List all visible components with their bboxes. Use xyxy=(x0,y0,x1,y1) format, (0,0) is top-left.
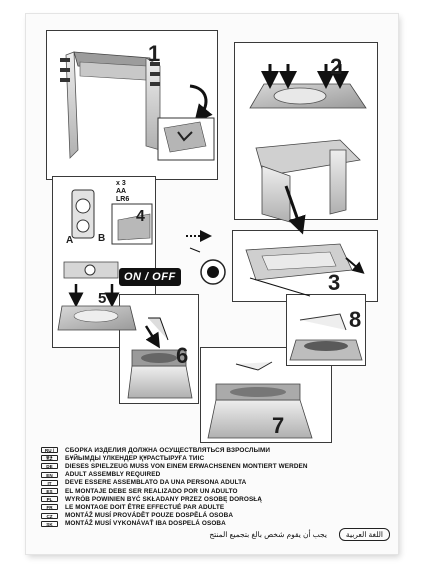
language-code-badge: DE xyxy=(41,463,58,470)
step-3-number: 3 xyxy=(328,270,341,295)
language-warning-text: WYRÓB POWINIEN BYĆ SKŁADANY PRZEZ OSOBĘ … xyxy=(65,495,263,503)
arabic-warning-row: يجب أن يقوم شخص بالغ بتجميع المنتج اللغة… xyxy=(190,528,390,541)
language-code-badge: SK xyxy=(41,520,58,527)
language-warning-text: MONTÁŽ MUSÍ PROVÁDĚT POUZE DOSPĚLÁ OSOBA xyxy=(65,512,234,520)
step-3-art xyxy=(245,243,365,297)
step-6-art xyxy=(127,317,193,399)
language-code-badge: IT xyxy=(41,479,58,486)
arabic-warning-text: يجب أن يقوم شخص بالغ بتجميع المنتج xyxy=(209,530,327,539)
language-row: PL WYRÓB POWINIEN BYĆ SKŁADANY PRZEZ OSOB… xyxy=(41,495,381,503)
language-row: FR LE MONTAGE DOIT ÊTRE EFFECTUÉ PAR ADUL… xyxy=(41,503,381,511)
callout-a: A xyxy=(66,235,74,246)
language-row: ES EL MONTAJE DEBE SER REALIZADO POR UN A… xyxy=(41,487,381,495)
step-2-number: 2 xyxy=(330,54,343,79)
language-code-badge: EN xyxy=(41,471,58,478)
language-row: SK MONTÁŽ MUSÍ VYKONÁVAŤ IBA DOSPELÁ OSOB… xyxy=(41,520,381,528)
language-warning-text: DIESES SPIELZEUG MUSS VON EINEM ERWACHSE… xyxy=(65,462,308,470)
callout-b: B xyxy=(98,233,106,244)
language-warning-text: LE MONTAGE DOIT ÊTRE EFFECTUÉ PAR ADULTE xyxy=(65,503,225,511)
language-warning-text: DEVE ESSERE ASSEMBLATO DA UNA PERSONA AD… xyxy=(65,479,247,487)
language-row: DE DIESES SPIELZEUG MUSS VON EINEM ERWACH… xyxy=(41,462,381,470)
language-code-badge: FR xyxy=(41,504,58,511)
language-code-badge: RU / BY xyxy=(41,447,58,459)
step-8-art xyxy=(289,313,363,361)
language-row: IT DEVE ESSERE ASSEMBLATO DA UNA PERSONA … xyxy=(41,479,381,487)
language-row: CZ MONTÁŽ MUSÍ PROVÁDĚT POUZE DOSPĚLÁ OSO… xyxy=(41,512,381,520)
language-row: RU / BY СБОРКА ИЗДЕЛИЯ ДОЛЖНА ОСУЩЕСТВЛЯТ… xyxy=(41,446,381,459)
step-7-art xyxy=(207,361,313,439)
step-1-art xyxy=(60,51,215,161)
language-code-badge: KZ xyxy=(41,455,58,462)
language-code-badge: CZ xyxy=(41,512,58,519)
language-warning-text: БҰЙЫМДЫ ҮЛКЕНДЕР ҚҰРАСТЫРУҒА ТИІС xyxy=(65,454,205,462)
language-warning-text: СБОРКА ИЗДЕЛИЯ ДОЛЖНА ОСУЩЕСТВЛЯТЬСЯ ВЗР… xyxy=(65,446,271,454)
step-6-number: 6 xyxy=(176,343,189,368)
language-warning-text: MONTÁŽ MUSÍ VYKONÁVAŤ IBA DOSPELÁ OSOBA xyxy=(65,520,226,528)
step-4-number: 4 xyxy=(136,208,145,225)
arabic-language-label: اللغة العربية xyxy=(338,528,390,541)
language-row: KZ БҰЙЫМДЫ ҮЛКЕНДЕР ҚҰРАСТЫРУҒА ТИІС xyxy=(41,454,381,462)
battery-label: x 3 AA LR6 xyxy=(116,180,129,204)
step-8-number: 8 xyxy=(349,307,362,332)
battery-type: AA xyxy=(116,188,127,195)
language-warning-text: EL MONTAJE DEBE SER REALIZADO POR UN ADU… xyxy=(65,487,238,495)
light-art xyxy=(186,230,226,285)
battery-model: LR6 xyxy=(116,196,130,203)
step-5-number: 5 xyxy=(98,290,107,307)
language-warning-text: ADULT ASSEMBLY REQUIRED xyxy=(65,471,161,479)
language-code-badge: ES xyxy=(41,488,58,495)
step-7-number: 7 xyxy=(272,413,285,438)
on-off-badge: ON / OFF xyxy=(119,268,181,286)
language-warnings: RU / BY СБОРКА ИЗДЕЛИЯ ДОЛЖНА ОСУЩЕСТВЛЯТ… xyxy=(41,446,381,528)
battery-count: x 3 xyxy=(116,180,126,187)
language-code-badge: PL xyxy=(41,496,58,503)
language-row: EN ADULT ASSEMBLY REQUIRED xyxy=(41,471,381,479)
step-1-number: 1 xyxy=(148,41,161,66)
step-2-art xyxy=(249,64,367,235)
battery-art xyxy=(57,189,153,331)
step-2-panel xyxy=(234,42,378,220)
